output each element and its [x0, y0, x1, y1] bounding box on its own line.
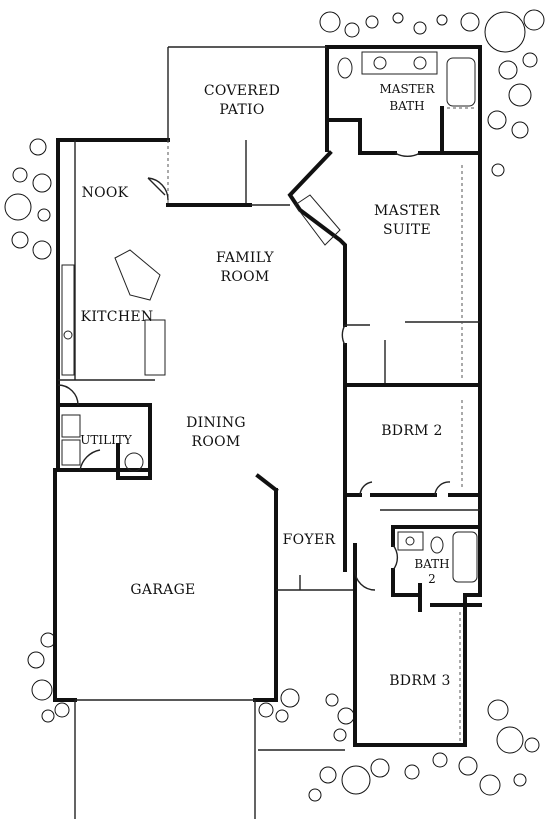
- vanity-icon: [361, 51, 438, 75]
- dryer-icon: [61, 439, 81, 466]
- bath2-label: BATH 2: [414, 557, 449, 586]
- kitchen-label: KITCHEN: [81, 309, 154, 325]
- room-labels: COVERED PATIO MASTER BATH NOOK MASTER SU…: [80, 82, 451, 689]
- fixtures: [61, 51, 478, 819]
- shrub-cluster-entry: [258, 688, 355, 742]
- bdrm2-label: BDRM 2: [381, 423, 443, 439]
- kitchen-counter: [61, 264, 75, 376]
- svg-text:MASTER: MASTER: [380, 82, 436, 96]
- sink-icon: [63, 330, 73, 340]
- covered-patio-label: COVERED PATIO: [204, 83, 280, 118]
- svg-text:PATIO: PATIO: [219, 102, 264, 118]
- bathtub-icon: [446, 57, 476, 107]
- garage-label: GARAGE: [130, 582, 195, 598]
- shrub-cluster-top-right: [319, 9, 545, 177]
- kitchen-island: [114, 249, 161, 301]
- water-heater-icon: [124, 452, 144, 472]
- master-suite-label: MASTER SUITE: [374, 203, 440, 238]
- svg-text:MASTER: MASTER: [374, 203, 440, 219]
- landscaping-shrubs: [4, 9, 545, 802]
- svg-text:ROOM: ROOM: [191, 434, 240, 450]
- bathtub-2-icon: [452, 531, 478, 583]
- svg-text:BATH: BATH: [414, 557, 449, 571]
- svg-text:COVERED: COVERED: [204, 83, 280, 99]
- svg-text:DINING: DINING: [186, 415, 246, 431]
- svg-text:SUITE: SUITE: [383, 222, 431, 238]
- utility-label: UTILITY: [80, 433, 133, 447]
- exterior-walls: [53, 45, 482, 747]
- fireplace-icon: [294, 194, 341, 246]
- svg-text:BATH: BATH: [389, 99, 424, 113]
- shrub-cluster-left: [4, 138, 52, 260]
- master-bath-label: MASTER BATH: [380, 82, 436, 113]
- svg-text:FAMILY: FAMILY: [216, 250, 274, 266]
- shrub-cluster-bottom-left: [27, 632, 70, 723]
- family-room-label: FAMILY ROOM: [216, 250, 274, 285]
- doors: [57, 152, 451, 591]
- interior-walls: [56, 46, 482, 612]
- svg-text:2: 2: [428, 572, 436, 586]
- toilet-icon: [337, 57, 353, 79]
- shrub-cluster-bottom-right: [308, 699, 540, 802]
- svg-text:ROOM: ROOM: [220, 269, 269, 285]
- foyer-label: FOYER: [283, 532, 336, 548]
- dining-room-label: DINING ROOM: [186, 415, 246, 450]
- bdrm3-label: BDRM 3: [389, 673, 451, 689]
- washer-icon: [61, 414, 81, 438]
- nook-label: NOOK: [82, 185, 129, 201]
